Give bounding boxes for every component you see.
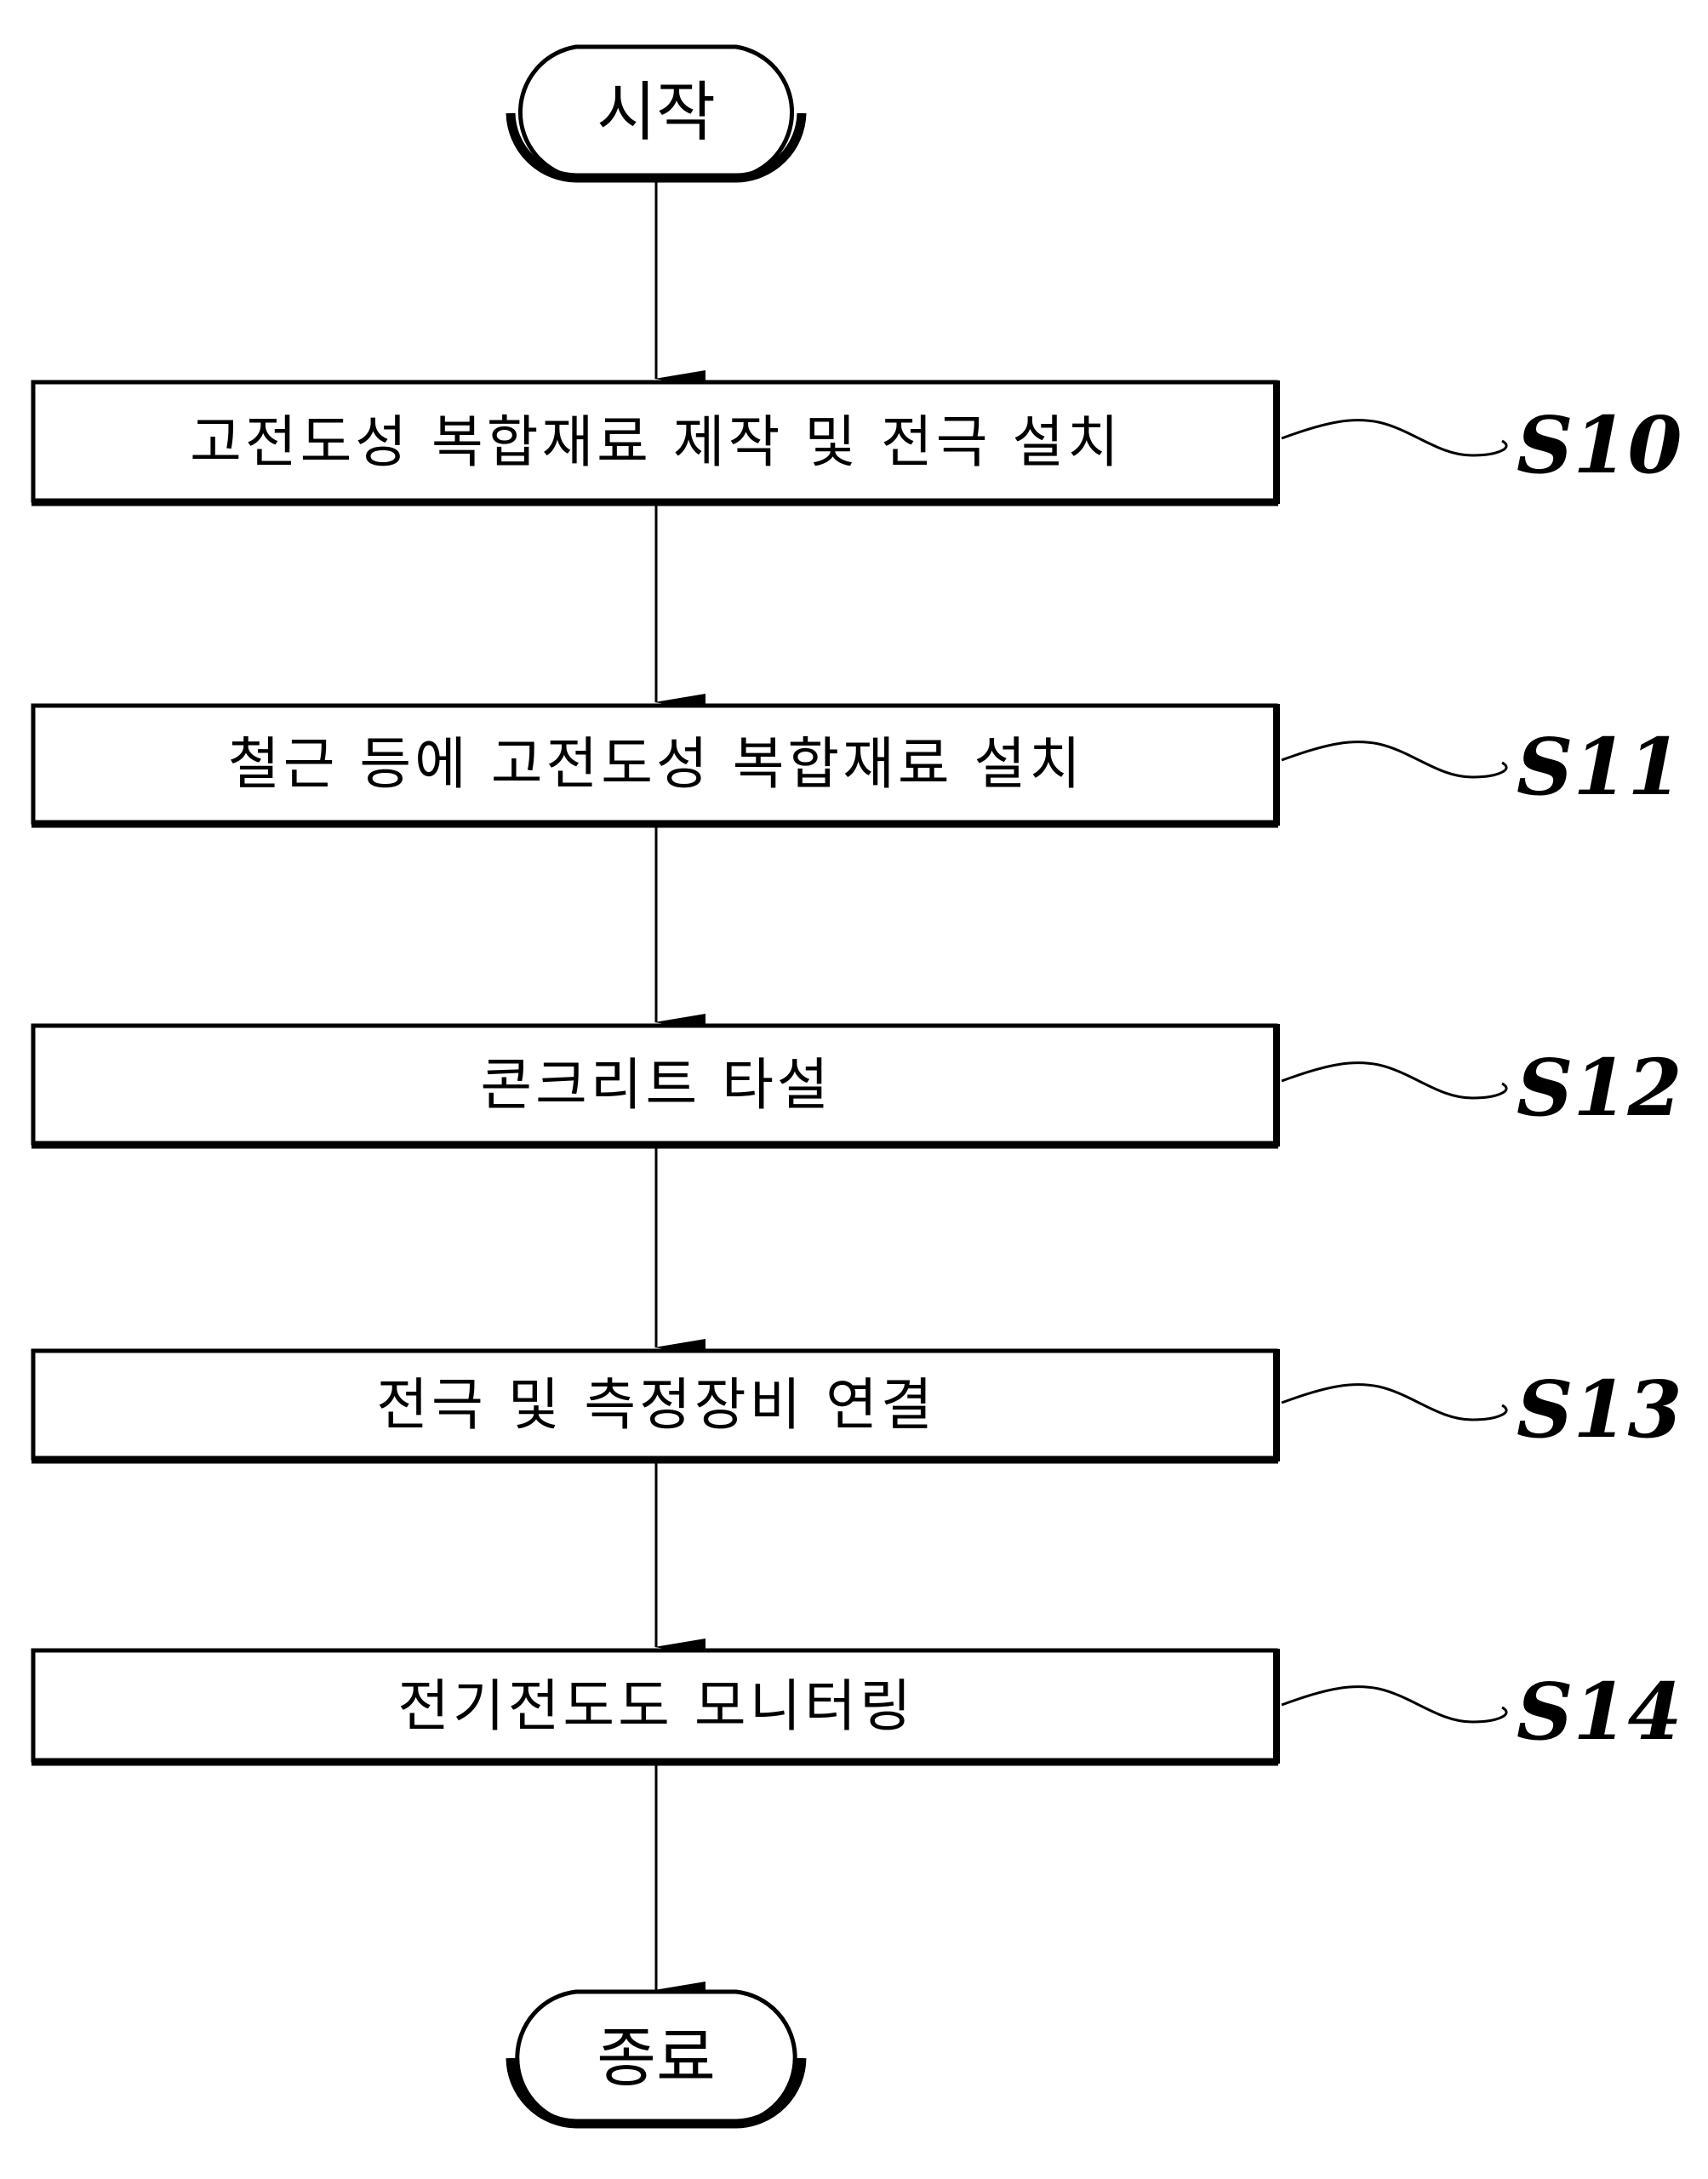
step-label: 철근 등에 고전도성 복합재료 설치 [228,731,1084,797]
step-box-s11: 철근 등에 고전도성 복합재료 설치 S11 [31,703,1682,828]
leader-line [1281,1383,1508,1421]
start-terminal: 시작 [506,44,807,183]
step-id: S12 [1517,1042,1682,1134]
step-label: 전극 및 측정장비 연결 [376,1372,935,1438]
start-label: 시작 [597,74,716,150]
step-id: S14 [1517,1666,1682,1758]
leader-line [1281,1061,1508,1100]
step-label: 고전도성 복합재료 제작 및 전극 설치 [190,409,1122,475]
leader-line [1281,419,1508,457]
step-id: S10 [1517,399,1682,491]
step-id: S13 [1517,1364,1682,1456]
step-label: 전기전도도 모니터링 [397,1673,914,1739]
leader-line [1281,741,1508,779]
step-box-s10: 고전도성 복합재료 제작 및 전극 설치 S10 [31,380,1682,506]
step-box-s13: 전극 및 측정장비 연결 S13 [31,1348,1682,1464]
leader-line [1281,1685,1508,1724]
end-label: 종료 [597,2020,716,2096]
step-id: S11 [1517,721,1682,813]
end-terminal: 종료 [506,1989,807,2129]
step-box-s12: 콘크리트 타설 S12 [31,1023,1682,1149]
step-box-s14: 전기전도도 모니터링 S14 [31,1648,1682,1766]
step-label: 콘크리트 타설 [480,1052,831,1118]
